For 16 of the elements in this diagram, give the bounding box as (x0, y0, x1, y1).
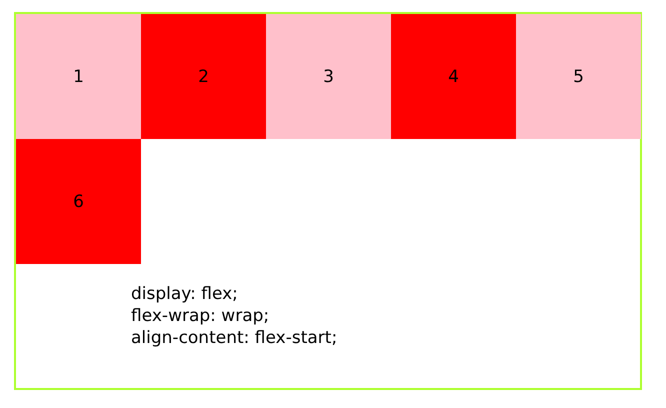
flex-item (16, 139, 141, 264)
flex-container (14, 12, 642, 390)
flex-item (391, 14, 516, 139)
item-number: 1 (73, 66, 84, 86)
item-number: 3 (323, 66, 334, 86)
flex-item (266, 14, 391, 139)
item-number: 6 (73, 192, 84, 212)
item-number: 5 (573, 66, 584, 86)
flex-item (141, 14, 266, 139)
css-declaration: flex-wrap: wrap; (131, 305, 270, 327)
css-declaration: display: flex; (131, 283, 238, 305)
flex-item (16, 14, 141, 139)
css-declaration: align-content: flex-start; (131, 327, 338, 349)
item-number: 2 (198, 66, 209, 86)
item-number: 4 (448, 66, 459, 86)
flex-item (516, 14, 641, 139)
